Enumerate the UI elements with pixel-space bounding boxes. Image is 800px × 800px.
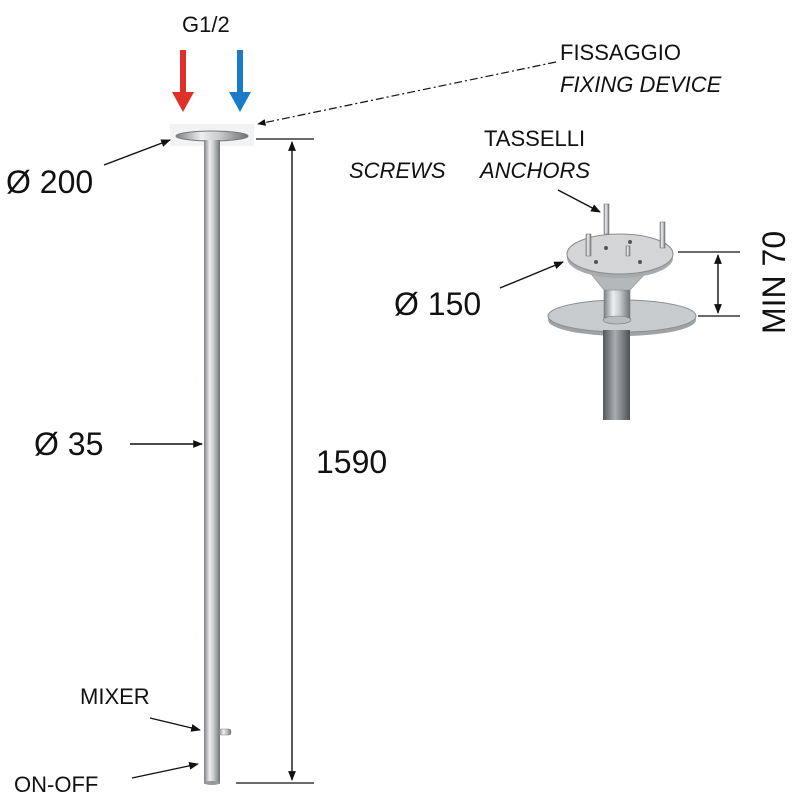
screw-icon — [585, 203, 666, 257]
screws-label-en: SCREWS — [349, 158, 446, 183]
onoff-label: ON-OFF — [14, 772, 99, 797]
leader-mixer — [149, 717, 201, 732]
flange-diameter-label: Ø 200 — [6, 164, 94, 200]
blue-arrow-down-icon — [229, 50, 251, 112]
min-height-label: MIN 70 — [756, 230, 792, 334]
leader-anchors — [557, 189, 601, 213]
fixing-device-detail — [547, 203, 740, 420]
red-arrow-down-icon — [172, 50, 194, 112]
pipe-diameter-label: Ø 35 — [34, 426, 104, 462]
anchors-label-it: TASSELLI — [484, 126, 586, 151]
shower-pipe — [204, 140, 220, 784]
plate-diameter-label: Ø 150 — [394, 286, 482, 322]
length-label: 1590 — [316, 444, 388, 480]
fixing-label-en: FIXING DEVICE — [560, 72, 722, 97]
leader-plate-diameter — [499, 261, 564, 289]
inlet-label: G1/2 — [182, 12, 230, 37]
fixing-label-it: FISSAGGIO — [560, 40, 682, 65]
mixer-label: MIXER — [80, 684, 150, 709]
mixer-lever — [218, 728, 232, 736]
ceiling-flange — [170, 124, 254, 146]
leader-onoff — [131, 761, 199, 779]
anchors-label-en: ANCHORS — [480, 158, 591, 183]
leader-fixing — [257, 61, 557, 126]
length-dimension — [236, 138, 314, 784]
leader-flange-diameter — [103, 139, 171, 166]
